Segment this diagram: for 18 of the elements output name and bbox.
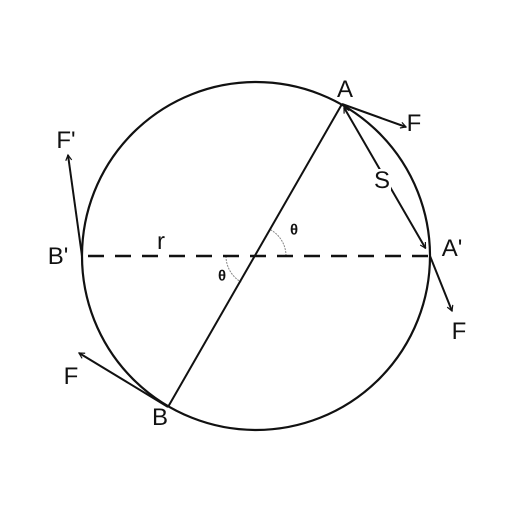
point-label: F [452, 320, 466, 344]
arrow [65, 154, 83, 256]
angle-label: θ [218, 268, 226, 284]
point-label: F [64, 365, 78, 389]
dashed-line [88, 254, 428, 258]
point-label: A' [442, 237, 462, 261]
edge-label: S [373, 169, 391, 193]
arrow [78, 352, 169, 408]
line [167, 104, 343, 408]
point-label: A [337, 78, 353, 102]
point-label: B' [48, 245, 68, 269]
point-label: F [406, 112, 422, 136]
angle-label: θ [290, 222, 298, 238]
point-label: B [152, 406, 168, 430]
arrow [429, 256, 454, 312]
arrow [342, 103, 407, 129]
arrow [343, 106, 426, 249]
point-label: F' [56, 129, 76, 153]
